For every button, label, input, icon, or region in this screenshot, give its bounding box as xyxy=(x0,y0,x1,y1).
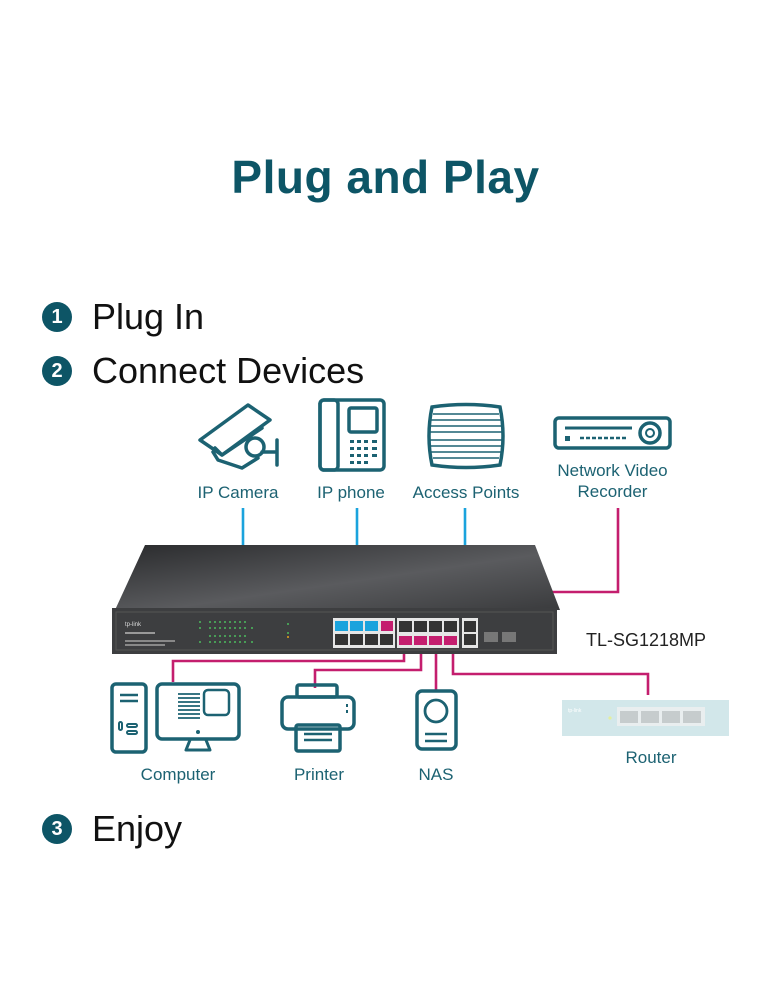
step-label: Enjoy xyxy=(92,808,183,849)
nvr-label-line1: Network Video xyxy=(557,461,668,480)
nas-icon xyxy=(415,689,458,751)
nvr-label: Network Video Recorder xyxy=(545,460,680,502)
link-printer xyxy=(313,648,423,688)
ip-phone-label: IP phone xyxy=(317,483,385,502)
router-label: Router xyxy=(625,748,677,767)
link-computer xyxy=(171,648,406,682)
nvr-label-line2: Recorder xyxy=(577,482,648,501)
step-number-badge: 2 xyxy=(42,356,72,386)
ip-camera-icon xyxy=(198,403,279,470)
switch-model-label: TL-SG1218MP xyxy=(586,630,707,650)
access-point-icon xyxy=(427,402,505,470)
svg-text:tp-link: tp-link xyxy=(568,708,582,714)
ip-camera-label: IP Camera xyxy=(197,483,279,502)
router-icon: tp-link xyxy=(562,700,729,736)
switch-device: tp-link xyxy=(112,545,560,654)
step-number-badge: 3 xyxy=(42,814,72,844)
link-router xyxy=(451,648,650,695)
step-label: Connect Devices xyxy=(92,350,365,391)
computer-icon xyxy=(110,682,241,754)
page-title: Plug and Play xyxy=(231,151,540,203)
nas-label: NAS xyxy=(418,765,454,784)
nvr-icon xyxy=(553,416,672,450)
switch-brand-logo: tp-link xyxy=(125,622,142,628)
step-label: Plug In xyxy=(92,296,205,337)
printer-icon xyxy=(280,683,356,753)
printer-label: Printer xyxy=(293,765,345,784)
access-points-label: Access Points xyxy=(412,483,520,502)
step-number-badge: 1 xyxy=(42,302,72,332)
step-enjoy: 3 Enjoy xyxy=(42,808,182,850)
ip-phone-icon xyxy=(318,398,386,472)
step-plug-in: 1 Plug In xyxy=(42,296,204,338)
step-connect-devices: 2 Connect Devices xyxy=(42,350,364,392)
computer-label: Computer xyxy=(140,765,216,784)
